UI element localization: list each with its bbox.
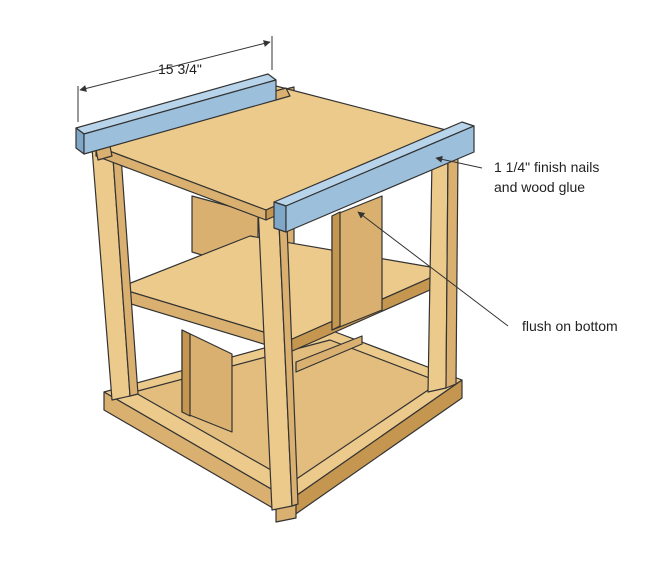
dimension-label: 15 3/4" xyxy=(158,61,202,77)
nails-callout-line1: 1 1/4" finish nails xyxy=(494,159,599,175)
dimension-annotation xyxy=(77,36,273,122)
lower-divider-left xyxy=(181,329,233,433)
flush-callout-leader xyxy=(357,211,509,327)
nails-callout-line2: and wood glue xyxy=(494,179,585,195)
upper-right-divider xyxy=(331,195,383,331)
lower-divider-right xyxy=(295,335,363,373)
cleat-front xyxy=(273,121,475,233)
nails-callout-leader xyxy=(435,155,483,169)
flush-callout-label: flush on bottom xyxy=(522,318,618,334)
dimension-line xyxy=(79,40,271,92)
